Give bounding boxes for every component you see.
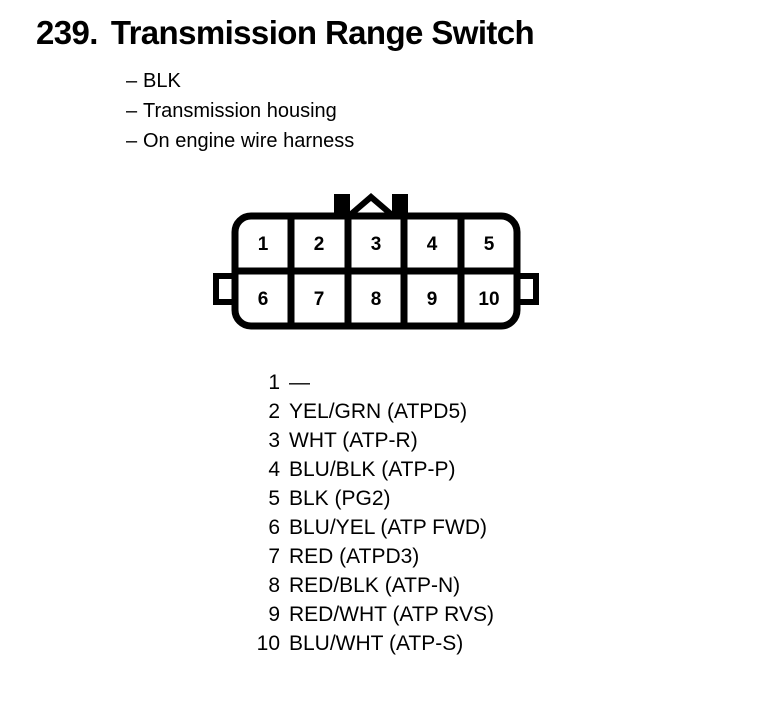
pin-list-wire: BLU/YEL (ATP FWD) xyxy=(289,516,487,539)
connector-top-row-numbers: 1 2 3 4 5 xyxy=(258,234,495,255)
pin-list-number: 1 xyxy=(268,371,280,394)
pin-list-row: 9 RED/WHT (ATP RVS) xyxy=(180,600,494,629)
pin-list-row: 6 BLU/YEL (ATP FWD) xyxy=(180,513,494,542)
attribute-item-location: –Transmission housing xyxy=(126,96,354,126)
attribute-item-harness: –On engine wire harness xyxy=(126,126,354,156)
connector-pin-5: 5 xyxy=(484,234,495,255)
connector-pin-6: 6 xyxy=(258,289,269,310)
pin-list-row: 3 WHT (ATP-R) xyxy=(180,426,494,455)
pin-list-number: 10 xyxy=(256,632,280,655)
pin-list-wire: BLU/WHT (ATP-S) xyxy=(289,632,464,655)
bullet-dash-icon: – xyxy=(126,130,138,152)
pin-list-wire: YEL/GRN (ATPD5) xyxy=(289,400,468,423)
connector-svg: 1 2 3 4 5 6 7 8 9 10 xyxy=(213,193,539,330)
pin-list-row: 8 RED/BLK (ATP-N) xyxy=(180,571,494,600)
attribute-list: –BLK –Transmission housing –On engine wi… xyxy=(126,66,354,156)
connector-bottom-row-numbers: 6 7 8 9 10 xyxy=(258,289,500,310)
pin-list-row: 4 BLU/BLK (ATP-P) xyxy=(180,455,494,484)
connector-pin-1: 1 xyxy=(258,234,269,255)
pin-list-row: 1 — xyxy=(180,368,494,397)
page-title-text: Transmission Range Switch xyxy=(110,14,535,51)
attribute-label: Transmission housing xyxy=(143,100,337,122)
pin-list-number: 2 xyxy=(268,400,280,423)
pin-list-number: 8 xyxy=(268,574,280,597)
bullet-dash-icon: – xyxy=(126,100,138,122)
connector-pin-7: 7 xyxy=(314,289,325,310)
connector-pin-2: 2 xyxy=(314,234,325,255)
connector-pin-8: 8 xyxy=(371,289,382,310)
bullet-dash-icon: – xyxy=(126,70,138,92)
pin-list-wire: WHT (ATP-R) xyxy=(289,429,418,452)
pin-list-row: 5 BLK (PG2) xyxy=(180,484,494,513)
connector-pin-10: 10 xyxy=(478,289,499,310)
pin-list-wire: BLU/BLK (ATP-P) xyxy=(289,458,456,481)
page-title-number: 239. xyxy=(36,14,98,51)
pin-list-wire: — xyxy=(289,371,310,394)
pin-list-wire: RED (ATPD3) xyxy=(289,545,420,568)
connector-top-keyway xyxy=(334,193,408,218)
pin-list-number: 6 xyxy=(268,516,280,539)
attribute-item-color: –BLK xyxy=(126,66,354,96)
pin-list-wire: RED/WHT (ATP RVS) xyxy=(289,603,494,626)
connector-pin-9: 9 xyxy=(427,289,438,310)
pin-list-number: 5 xyxy=(268,487,280,510)
pin-list-row: 7 RED (ATPD3) xyxy=(180,542,494,571)
pin-list-number: 4 xyxy=(268,458,280,481)
connector-pin-3: 3 xyxy=(371,234,382,255)
page-title: 239. Transmission Range Switch xyxy=(36,14,535,52)
pin-list-row: 10 BLU/WHT (ATP-S) xyxy=(180,629,494,658)
attribute-label: On engine wire harness xyxy=(143,130,355,152)
attribute-label: BLK xyxy=(143,70,181,92)
pin-list-number: 3 xyxy=(268,429,280,452)
pin-list-wire: RED/BLK (ATP-N) xyxy=(289,574,461,597)
pin-list-number: 7 xyxy=(268,545,280,568)
pin-assignment-list: 1 — 2 YEL/GRN (ATPD5) 3 WHT (ATP-R) 4 BL… xyxy=(180,368,494,658)
connector-diagram: 1 2 3 4 5 6 7 8 9 10 xyxy=(208,188,544,333)
pin-list-row: 2 YEL/GRN (ATPD5) xyxy=(180,397,494,426)
pin-list-wire: BLK (PG2) xyxy=(289,487,391,510)
connector-pin-4: 4 xyxy=(427,234,438,255)
connector-column-dividers xyxy=(287,216,465,326)
pin-list-number: 9 xyxy=(268,603,280,626)
